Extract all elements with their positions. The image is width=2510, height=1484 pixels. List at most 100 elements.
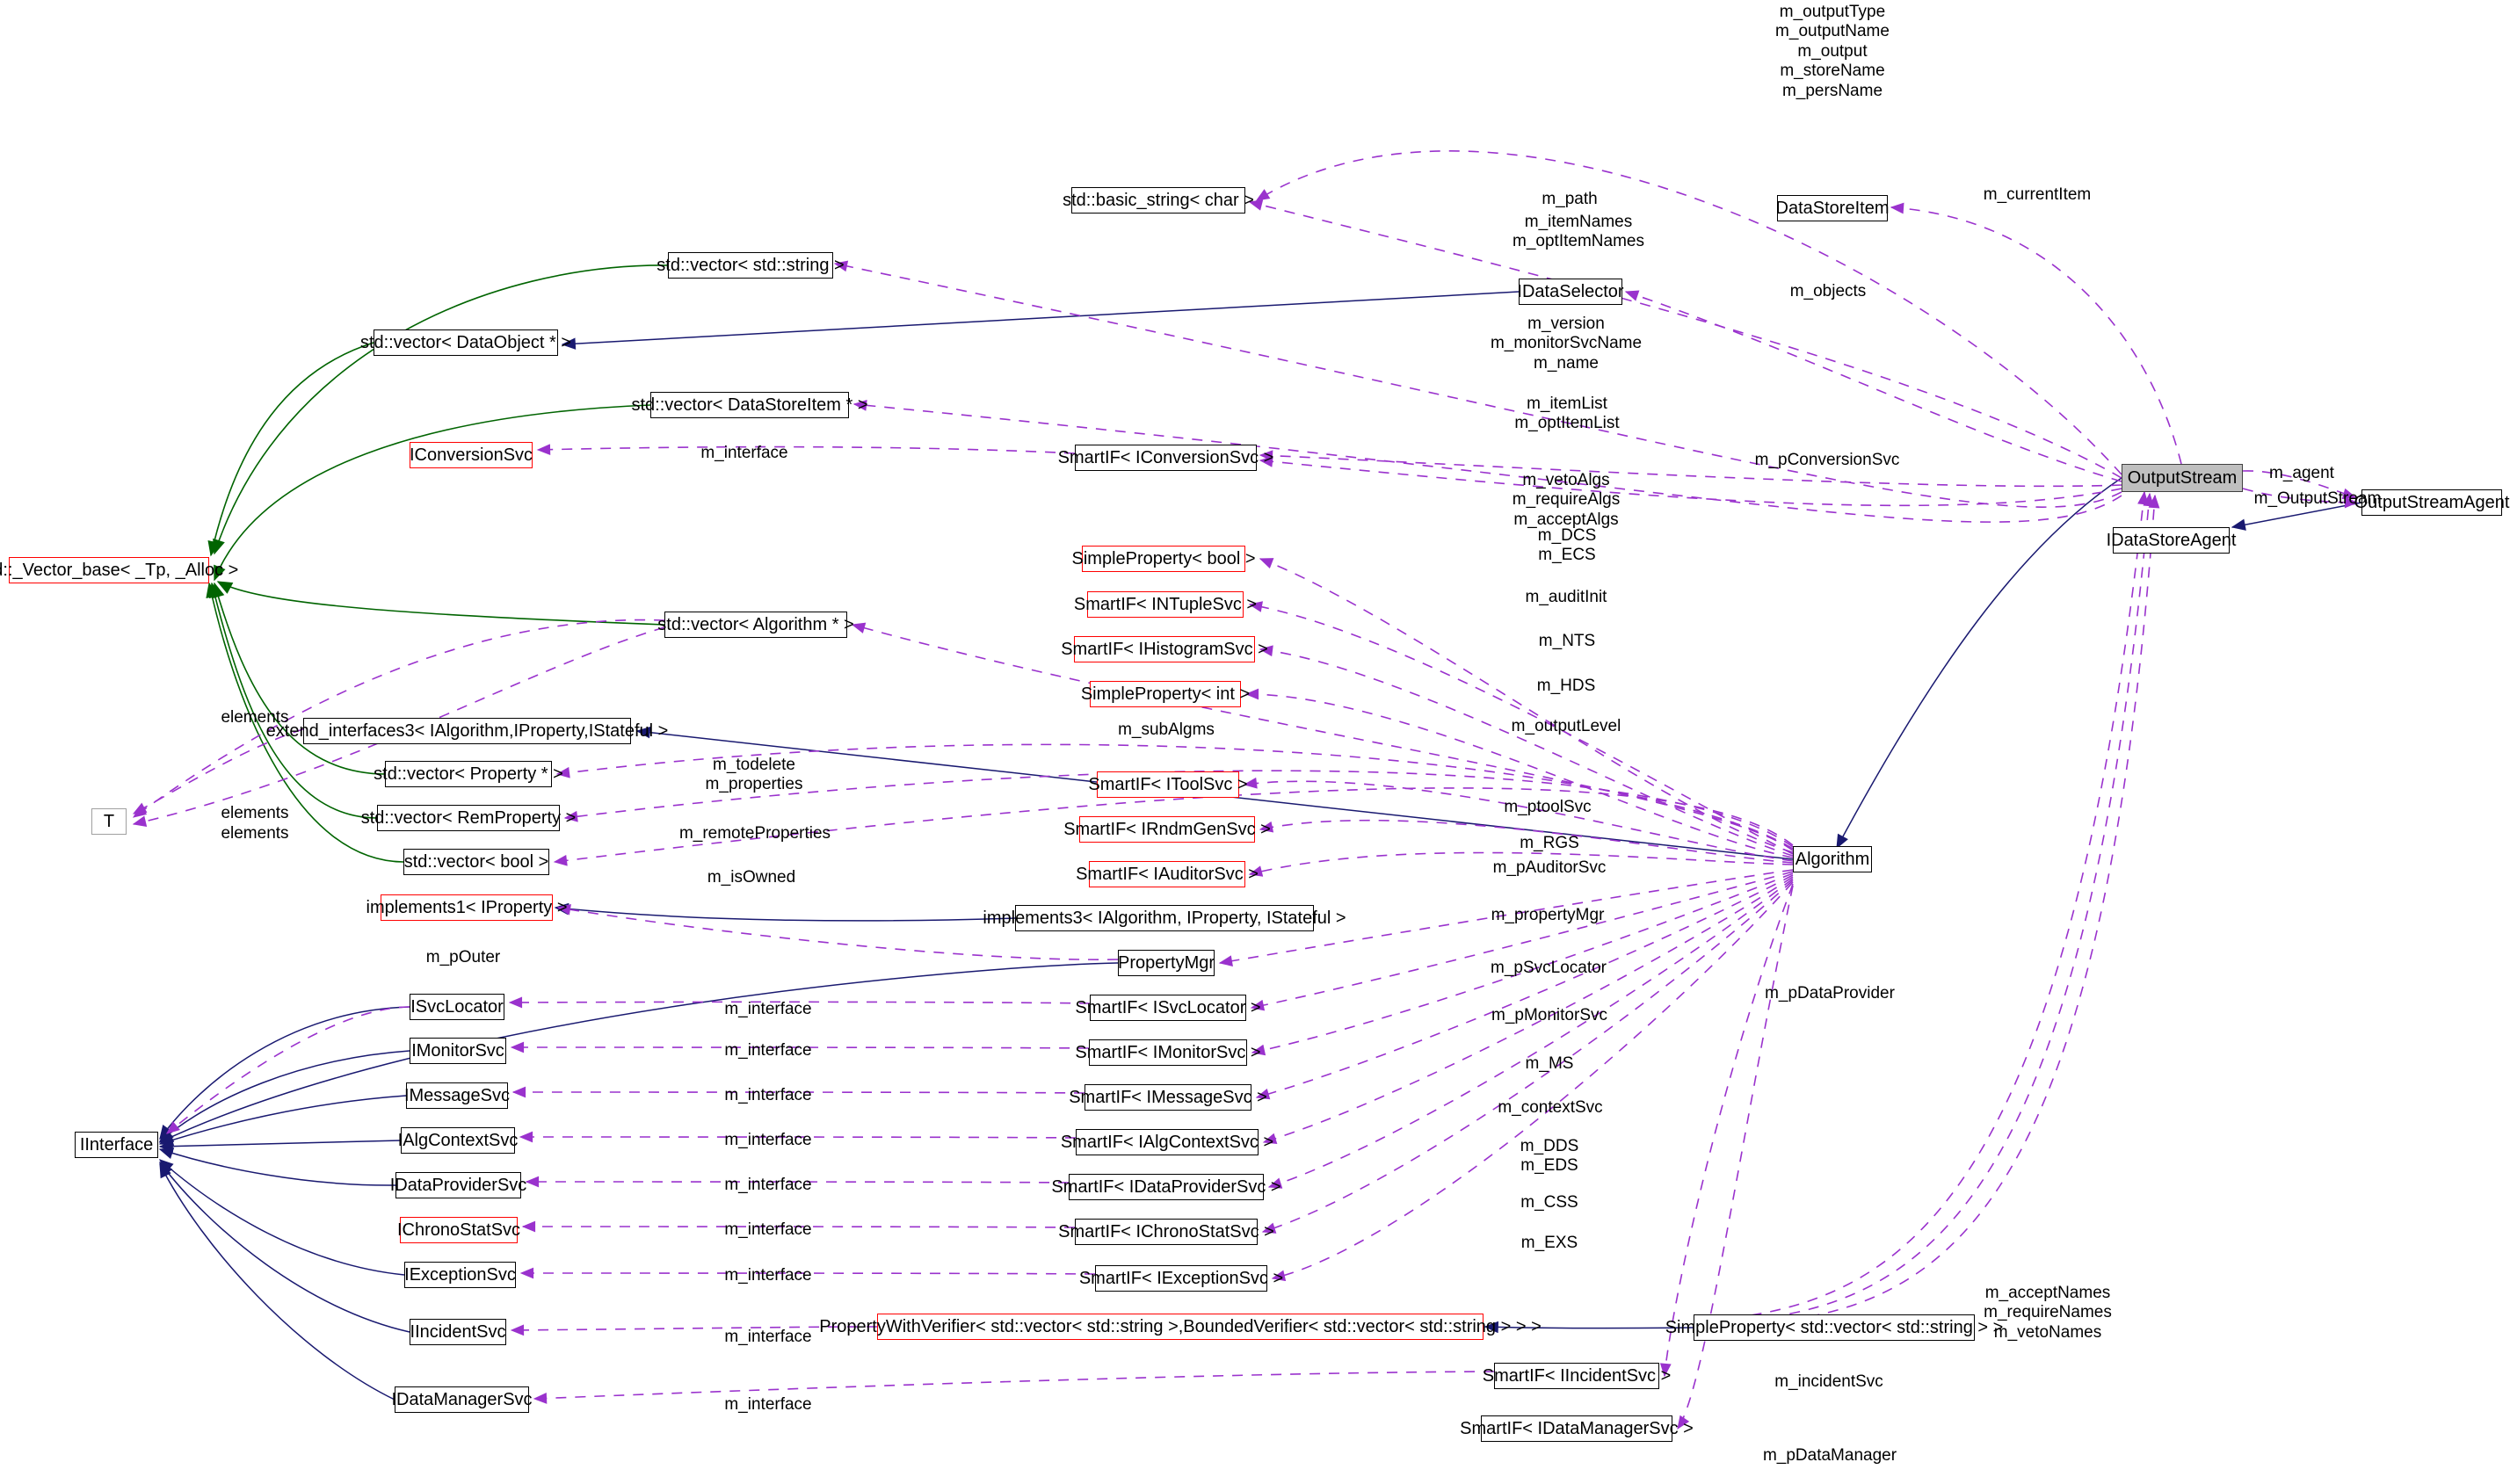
edge-label-lbl_pouter: m_pOuter [425,948,501,966]
edge-label-lbl_remoteprops: m_remoteProperties [678,824,831,843]
class-node-smartif_intuple[interactable]: SmartIF< INTupleSvc > [1074,591,1257,618]
class-node-vec_property[interactable]: std::vector< Property * > [374,761,563,787]
class-node-vec_bool[interactable]: std::vector< bool > [403,849,549,875]
class-node-idatamanagersvc[interactable]: IDataManagerSvc [391,1386,533,1413]
class-node-simpleprop_bool[interactable]: SimpleProperty< bool > [1072,546,1256,572]
class-node-smartif_idataprov[interactable]: SmartIF< IDataProviderSvc > [1051,1174,1281,1200]
class-node-smartif_iexc[interactable]: SmartIF< IExceptionSvc > [1079,1265,1283,1292]
edge-label-lbl_ms: m_MS [1525,1054,1574,1073]
edge-label-lbl_elements_3: elements [221,824,289,843]
class-node-iexceptionsvc[interactable]: IExceptionSvc [404,1262,516,1288]
class-node-smartif_imsg[interactable]: SmartIF< IMessageSvc > [1069,1084,1267,1111]
class-node-smartif_imon[interactable]: SmartIF< IMonitorSvc > [1075,1039,1261,1066]
class-node-propwithverifier[interactable]: PropertyWithVerifier< std::vector< std::… [819,1314,1542,1340]
edge-label-lbl_outputstream: m_OutputStream [2253,489,2382,508]
edge-label-lbl_interface_9: m_interface [724,1328,812,1346]
edge-label-lbl_outputlevel: m_outputLevel [1511,717,1621,735]
edge-label-lbl_elements_1: elements [221,708,289,727]
class-node-imessagesvc[interactable]: IMessageSvc [404,1082,510,1109]
class-node-smartif_iconv[interactable]: SmartIF< IConversionSvc > [1058,445,1273,471]
class-node-T[interactable]: T [91,808,127,835]
template-edges [206,264,669,863]
edge-label-lbl_auditinit: m_auditInit [1525,588,1607,606]
edge-label-lbl_psvclocator: m_pSvcLocator [1490,959,1607,977]
class-node-extend_if3[interactable]: extend_interfaces3< IAlgorithm,IProperty… [266,718,668,744]
class-node-smartif_ihisto[interactable]: SmartIF< IHistogramSvc > [1061,636,1268,662]
edge-label-lbl_isowned: m_isOwned [707,868,796,887]
edge-label-lbl_interface_10: m_interface [724,1395,812,1414]
edge-label-lbl_interface_6: m_interface [724,1176,812,1194]
class-node-imonitorsvc[interactable]: IMonitorSvc [410,1038,506,1064]
class-node-iconversionsvc[interactable]: IConversionSvc [410,442,533,468]
class-node-smartif_idatamgr[interactable]: SmartIF< IDataManagerSvc > [1460,1415,1694,1442]
class-node-isvclocator[interactable]: ISvcLocator [410,994,504,1020]
class-node-smartif_isvcloc[interactable]: SmartIF< ISvcLocator > [1075,995,1261,1021]
class-node-idataselector[interactable]: IDataSelector [1517,279,1624,305]
edge-label-lbl_interface_7: m_interface [724,1220,812,1239]
class-node-vec_algorithm[interactable]: std::vector< Algorithm * > [657,612,854,638]
class-node-smartif_irndm[interactable]: SmartIF< IRndmGenSvc > [1063,816,1271,843]
class-node-outputstream[interactable]: OutputStream [2122,464,2243,492]
class-node-smartif_iauditor[interactable]: SmartIF< IAuditorSvc > [1076,861,1259,887]
class-node-outputstreamagent[interactable]: OutputStreamAgent [2354,489,2509,516]
edge-label-lbl_subalgms: m_subAlgms [1118,720,1215,739]
class-node-ichronostatsvc[interactable]: IChronoStatSvc [397,1217,520,1243]
edge-label-lbl_pauditorsvc: m_pAuditorSvc [1492,858,1607,877]
edge-label-lbl_rgs: m_RGS [1520,834,1579,852]
class-node-basic_string[interactable]: std::basic_string< char > [1063,187,1254,214]
edge-label-lbl_currentitem: m_currentItem [1983,185,2092,204]
edge-label-lbl_nts: m_NTS [1538,632,1596,650]
class-node-vec_dataobject[interactable]: std::vector< DataObject * > [360,329,571,356]
edge-label-lbl_interface_2: m_interface [724,1000,812,1018]
class-node-simpleprop_int[interactable]: SimpleProperty< int > [1081,681,1250,707]
edge-label-lbl_pconversion: m_pConversionSvc [1754,451,1900,469]
class-node-ialgcontextsvc[interactable]: IAlgContextSvc [398,1127,518,1154]
class-node-idatastoreagent[interactable]: IDataStoreAgent [2107,527,2236,554]
edge-label-lbl_elements_2: elements [221,804,289,822]
edge-label-lbl_ptoolsvc: m_ptoolSvc [1504,798,1592,816]
class-node-vector_base[interactable]: std::_Vector_base< _Tp, _Alloc > [0,557,238,583]
edge-label-lbl_exs: m_EXS [1520,1234,1578,1252]
class-node-propertymgr[interactable]: PropertyMgr [1118,950,1215,976]
edge-label-lbl_interface_1: m_interface [700,444,788,462]
class-node-implements3[interactable]: implements3< IAlgorithm, IProperty, ISta… [983,905,1346,931]
edge-label-lbl_interface_8: m_interface [724,1266,812,1285]
edge-label-lbl_pmonitorsvc: m_pMonitorSvc [1491,1006,1607,1024]
edge-label-lbl_interface_4: m_interface [724,1086,812,1104]
class-node-datastoreitem[interactable]: DataStoreItem [1776,195,1889,221]
edge-label-lbl_propertymgr: m_propertyMgr [1491,906,1605,924]
class-node-vec_string[interactable]: std::vector< std::string > [657,252,845,279]
class-node-smartif_itool[interactable]: SmartIF< IToolSvc > [1088,771,1248,798]
edge-label-lbl_pdatamanager: m_pDataManager [1762,1446,1897,1465]
edge-label-lbl_incidentsvc: m_incidentSvc [1774,1372,1883,1391]
class-node-smartif_ichrono[interactable]: SmartIF< IChronoStatSvc > [1058,1219,1274,1245]
class-node-smartif_ialgctx[interactable]: SmartIF< IAlgContextSvc > [1061,1129,1273,1155]
class-node-implements1[interactable]: implements1< IProperty > [366,894,568,921]
edge-label-lbl_interface_5: m_interface [724,1131,812,1149]
edge-label-lbl_objects: m_objects [1789,282,1867,300]
class-node-smartif_iincident[interactable]: SmartIF< IIncidentSvc > [1483,1363,1671,1389]
class-node-algorithm[interactable]: Algorithm [1793,846,1872,872]
class-node-vec_remproperty[interactable]: std::vector< RemProperty > [361,805,576,831]
edge-label-lbl_hds: m_HDS [1536,677,1596,695]
class-node-iinterface[interactable]: IInterface [75,1132,158,1158]
usage-edges [132,150,2359,1430]
class-node-iincidentsvc[interactable]: IIncidentSvc [410,1319,506,1345]
edge-label-lbl_css: m_CSS [1520,1193,1578,1212]
edge-label-lbl_path: m_path [1542,190,1598,208]
edge-label-lbl_interface_3: m_interface [724,1041,812,1060]
class-node-simpleprop_vecstr[interactable]: SimpleProperty< std::vector< std::string… [1665,1314,2003,1341]
edge-label-lbl_contextsvc: m_contextSvc [1498,1098,1603,1117]
class-node-vec_datastoreitem[interactable]: std::vector< DataStoreItem * > [632,392,868,418]
class-node-idataprovidersvc[interactable]: IDataProviderSvc [390,1172,526,1198]
